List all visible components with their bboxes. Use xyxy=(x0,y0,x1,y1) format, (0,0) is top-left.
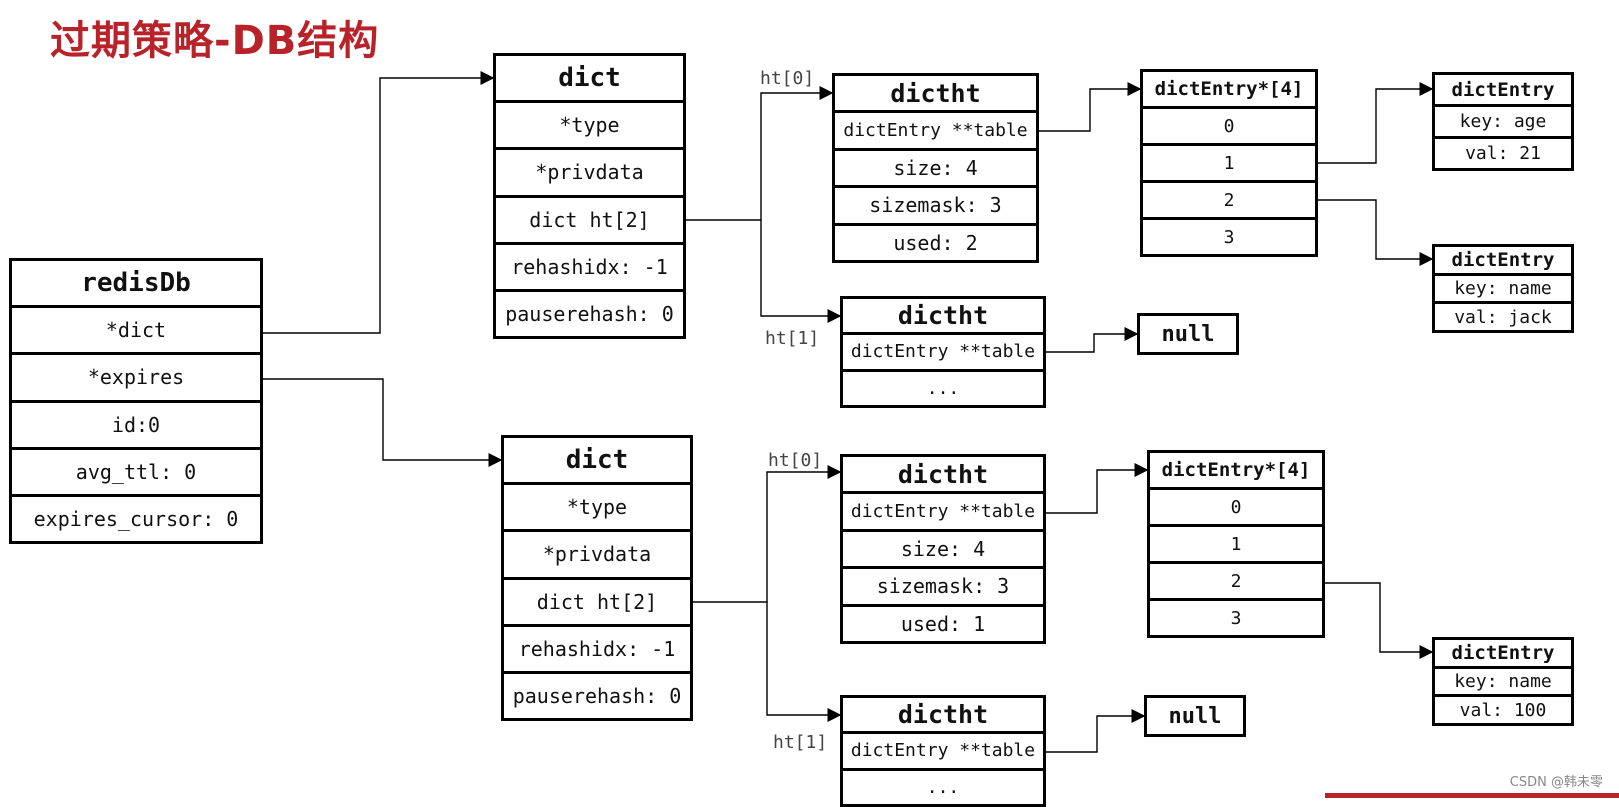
field-sizemask: sizemask: 3 xyxy=(843,569,1043,607)
array-slot-1: 1 xyxy=(1150,527,1322,564)
field-rehashidx: rehashidx: -1 xyxy=(496,245,683,292)
arrow-table-to-array-bottom xyxy=(1046,463,1149,514)
struct-header: dict xyxy=(496,56,683,104)
field-table: dictEntry **table xyxy=(835,113,1036,151)
null-box-top: null xyxy=(1137,313,1239,355)
array-slot-2: 2 xyxy=(1143,183,1315,220)
entry-val: val: 100 xyxy=(1459,699,1547,721)
dict-bottom-struct: dict *type *privdata dict ht[2] rehashid… xyxy=(501,435,693,721)
field-ht: dict ht[2] xyxy=(496,198,683,245)
field-size: size: 4 xyxy=(843,532,1043,570)
dictht-bottom-ht1: dictht dictEntry **table ... xyxy=(840,695,1046,807)
struct-header: dictht xyxy=(835,76,1036,114)
field-type: *type xyxy=(496,103,683,151)
struct-header: dictEntry*[4] xyxy=(1143,72,1315,109)
array-slot-3: 3 xyxy=(1223,226,1235,248)
struct-header: dictht xyxy=(843,299,1043,336)
struct-header: dictht xyxy=(843,698,1043,735)
field-privdata: *privdata xyxy=(496,150,683,198)
dictentry-array-bottom: dictEntry*[4] 0 1 2 3 xyxy=(1147,450,1325,638)
dictht-top-ht1: dictht dictEntry **table ... xyxy=(840,296,1046,408)
struct-header: dictEntry xyxy=(1435,640,1571,669)
entry-key: key: name xyxy=(1435,276,1571,305)
entry-val: val: 21 xyxy=(1465,143,1541,164)
redisdb-struct: redisDb *dict *expires id:0 avg_ttl: 0 e… xyxy=(9,258,263,544)
field-ht: dict ht[2] xyxy=(504,580,690,627)
struct-header: dictht xyxy=(843,457,1043,495)
dict-top-struct: dict *type *privdata dict ht[2] rehashid… xyxy=(493,53,686,339)
entry-key: key: name xyxy=(1435,669,1571,698)
arrow-slot2-to-entry-name-bottom xyxy=(1325,582,1434,659)
array-slot-3: 3 xyxy=(1230,607,1242,629)
field-ellipsis: ... xyxy=(926,377,960,399)
field-avg-ttl: avg_ttl: 0 xyxy=(12,450,260,497)
arrow-slot1-to-entry-age xyxy=(1318,82,1434,164)
field-ellipsis: ... xyxy=(926,776,960,798)
field-table: dictEntry **table xyxy=(843,734,1043,771)
dictht-bottom-ht0: dictht dictEntry **table size: 4 sizemas… xyxy=(840,454,1046,644)
array-slot-0: 0 xyxy=(1143,109,1315,146)
red-accent-bar xyxy=(1325,793,1619,798)
array-slot-2: 2 xyxy=(1150,564,1322,601)
array-slot-0: 0 xyxy=(1150,490,1322,527)
arrow-expires-to-dict-bottom xyxy=(263,378,503,467)
dictentry-age: dictEntry key: age val: 21 xyxy=(1432,72,1574,171)
arrow-table-to-null-top xyxy=(1046,327,1139,353)
ht0-label-bottom: ht[0] xyxy=(768,450,823,471)
field-pauserehash: pauserehash: 0 xyxy=(512,683,682,708)
struct-header: dictEntry xyxy=(1435,75,1571,107)
dictentry-name-bottom: dictEntry key: name val: 100 xyxy=(1432,637,1574,726)
arrow-ht1-bottom xyxy=(766,602,842,722)
field-rehashidx: rehashidx: -1 xyxy=(504,627,690,674)
ht0-label-top: ht[0] xyxy=(760,68,815,89)
field-used: used: 2 xyxy=(893,230,978,255)
field-size: size: 4 xyxy=(835,151,1036,189)
field-pauserehash: pauserehash: 0 xyxy=(505,301,674,326)
struct-header: dict xyxy=(504,438,690,486)
field-table: dictEntry **table xyxy=(843,494,1043,532)
dictentry-array-top: dictEntry*[4] 0 1 2 3 xyxy=(1140,69,1318,257)
struct-header: dictEntry xyxy=(1435,247,1571,276)
field-table: dictEntry **table xyxy=(843,335,1043,372)
dictentry-name-top: dictEntry key: name val: jack xyxy=(1432,244,1574,333)
field-dict: *dict xyxy=(12,308,260,356)
field-privdata: *privdata xyxy=(504,532,690,580)
field-sizemask: sizemask: 3 xyxy=(835,188,1036,226)
field-type: *type xyxy=(504,485,690,533)
struct-header: redisDb xyxy=(12,261,260,309)
arrow-slot2-to-entry-name-top xyxy=(1318,199,1434,266)
arrow-ht0-top xyxy=(686,86,834,221)
field-id: id:0 xyxy=(12,403,260,450)
arrow-table-to-null-bottom xyxy=(1046,709,1146,753)
arrow-dict-to-dict-top xyxy=(263,71,495,334)
watermark: CSDN @韩未零 xyxy=(1509,775,1603,790)
entry-val: val: jack xyxy=(1454,306,1552,328)
struct-header: dictEntry*[4] xyxy=(1150,453,1322,490)
field-used: used: 1 xyxy=(900,611,986,636)
arrow-ht1-top xyxy=(760,220,842,323)
arrow-ht0-bottom xyxy=(693,465,842,603)
ht1-label-bottom: ht[1] xyxy=(773,732,828,753)
entry-key: key: age xyxy=(1435,107,1571,139)
array-slot-1: 1 xyxy=(1143,146,1315,183)
page-title: 过期策略-DB结构 xyxy=(50,18,380,64)
dictht-top-ht0: dictht dictEntry **table size: 4 sizemas… xyxy=(832,73,1039,263)
null-box-bottom: null xyxy=(1144,695,1246,737)
field-expires-cursor: expires_cursor: 0 xyxy=(33,506,239,531)
ht1-label-top: ht[1] xyxy=(765,328,820,349)
arrow-table-to-array-top xyxy=(1039,82,1142,132)
field-expires: *expires xyxy=(12,355,260,403)
